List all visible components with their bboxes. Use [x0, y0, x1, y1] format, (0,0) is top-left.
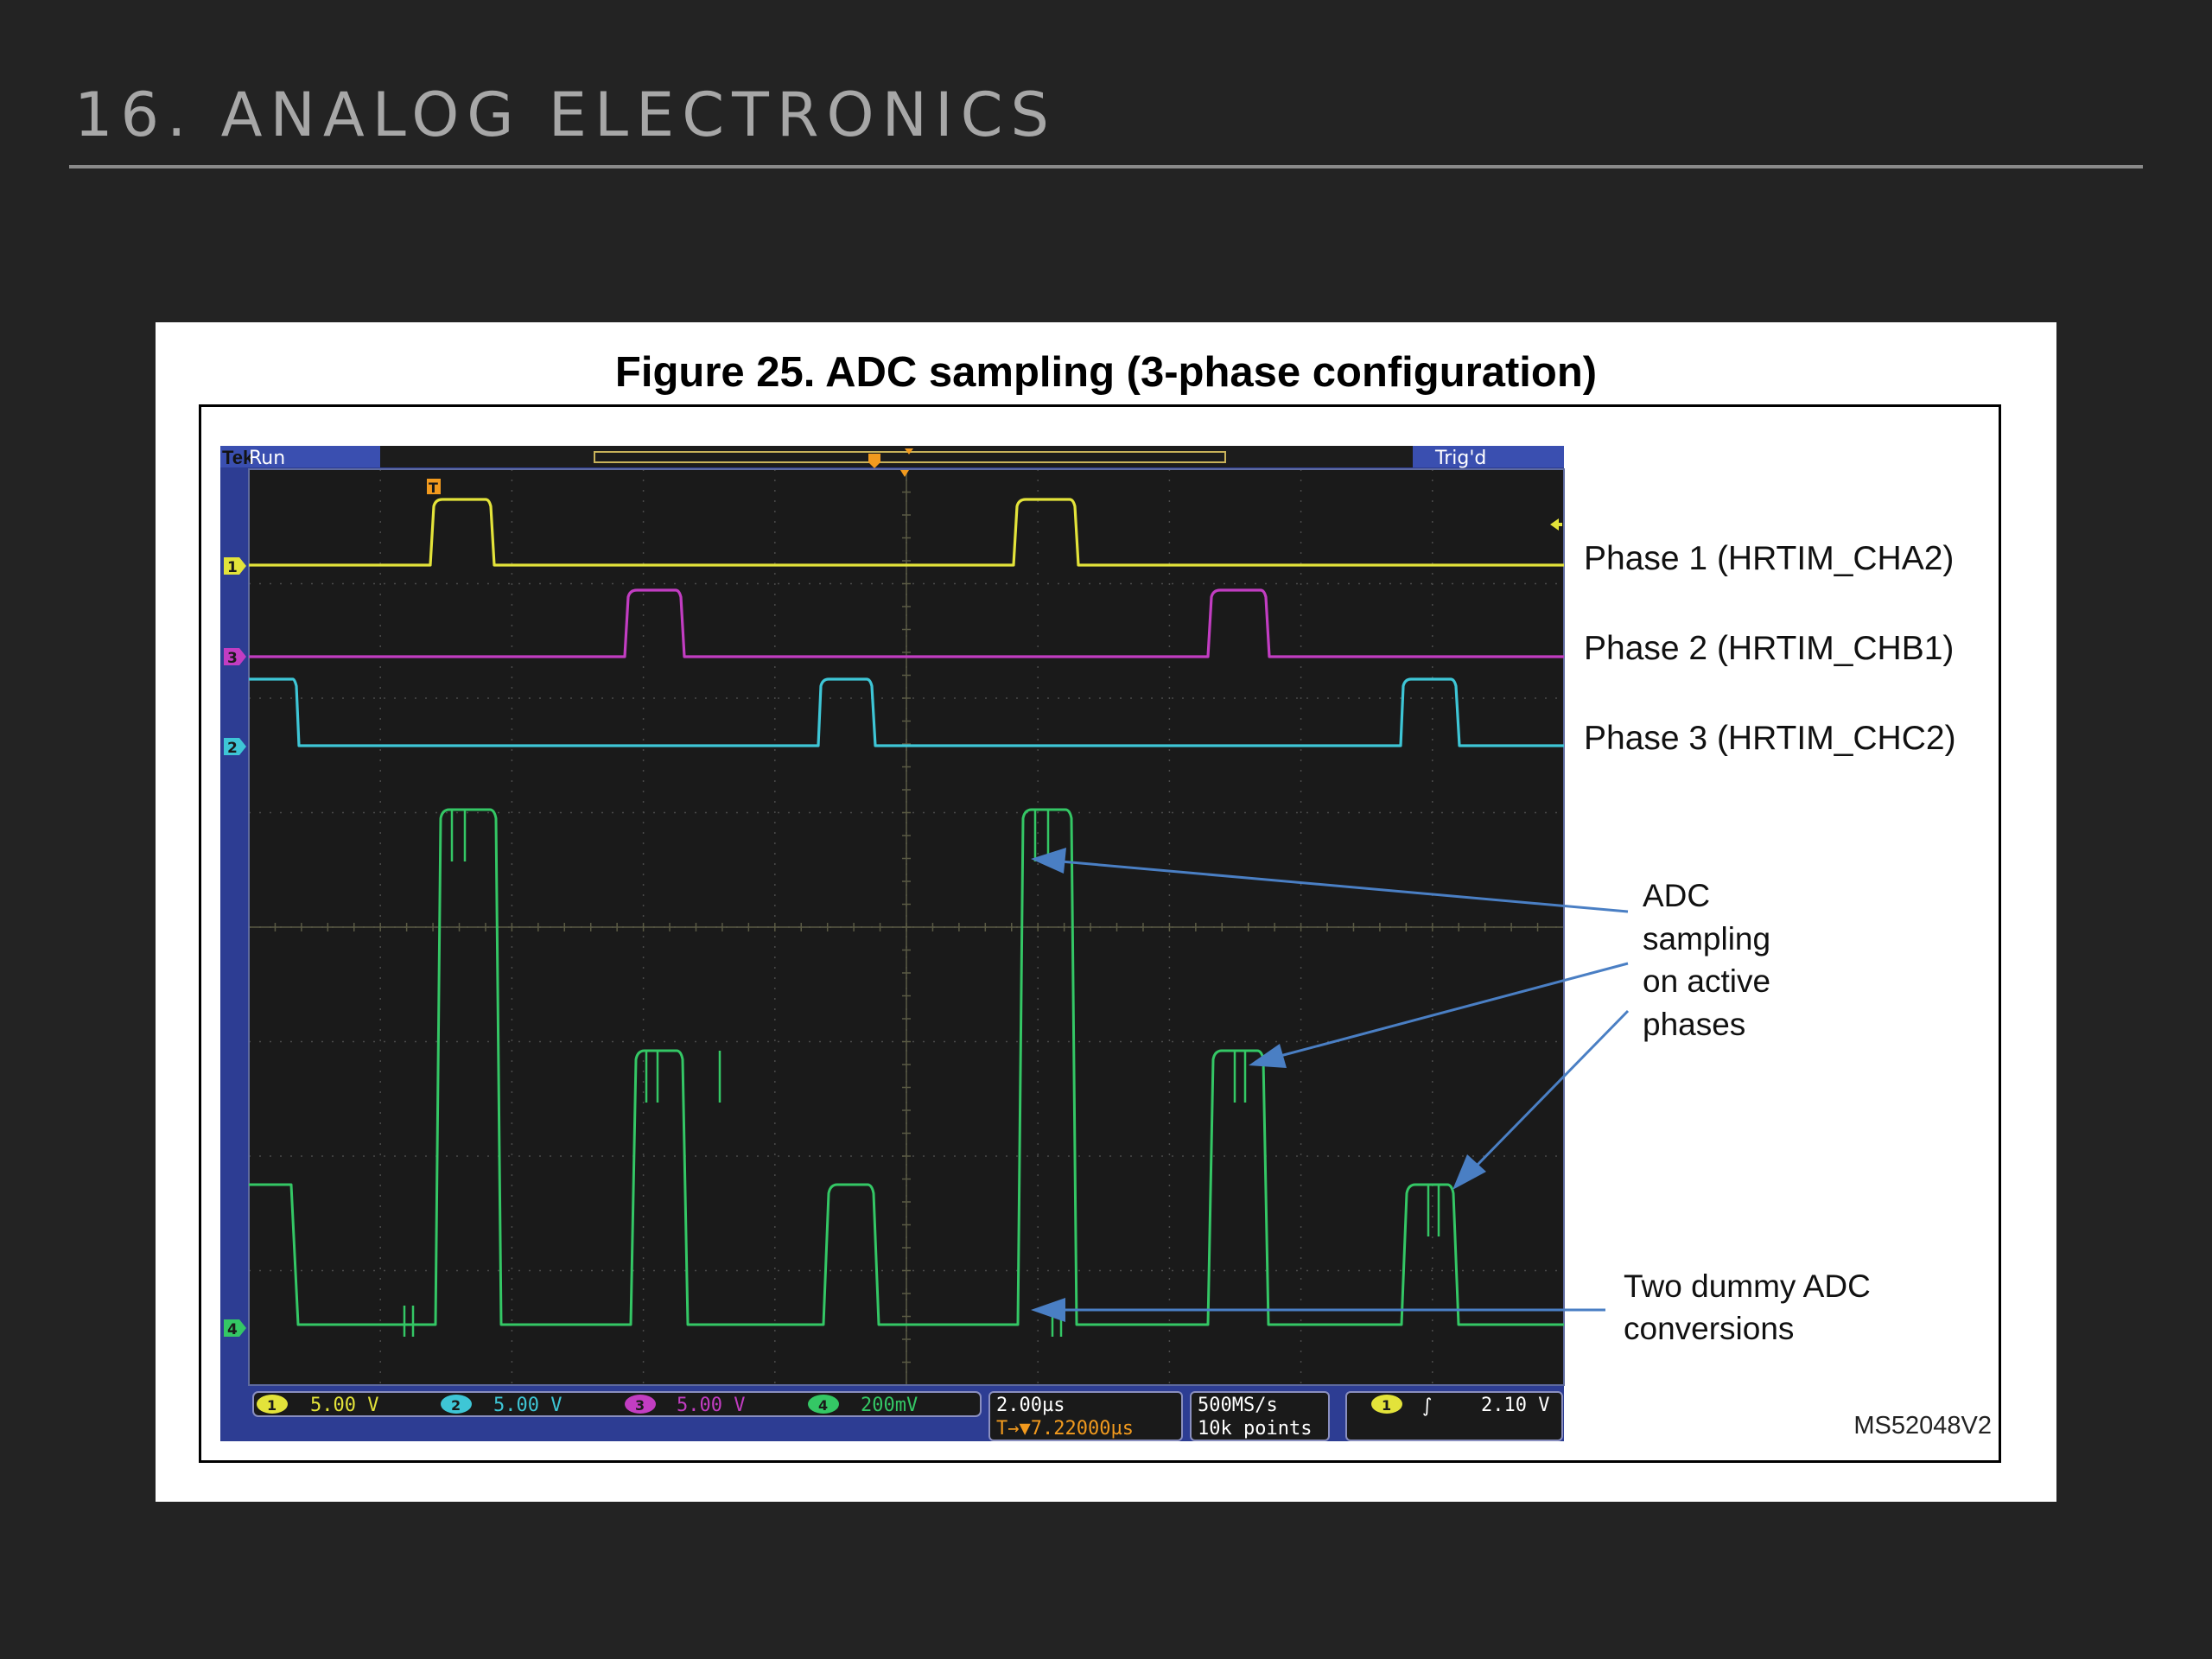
svg-text:1: 1: [1382, 1397, 1391, 1414]
svg-text:3: 3: [227, 650, 238, 667]
channel-marker-4: 4: [224, 1319, 246, 1338]
svg-text:200mV: 200mV: [861, 1395, 918, 1416]
trace-adc-noise: [403, 810, 1440, 1337]
trigger-level-icon: [1550, 518, 1562, 531]
arrow-adc-3-head: [1452, 1154, 1486, 1190]
phase2-label: Phase 2 (HRTIM_CHB1): [1584, 630, 1954, 667]
title-divider: [69, 165, 2143, 168]
dummy-label: Two dummy ADC conversions: [1624, 1268, 1879, 1346]
channel-marker-3: 3: [224, 648, 246, 667]
status-bar-run-area: [220, 446, 380, 467]
trigger-readout: 1 ∫ 2.10 V: [1371, 1395, 1549, 1417]
svg-text:2: 2: [227, 740, 238, 757]
figure-id: MS52048V2: [1853, 1412, 1992, 1440]
svg-text:5.00 V: 5.00 V: [310, 1395, 378, 1416]
svg-text:3: 3: [635, 1397, 645, 1414]
ch4-readout: 4 200mV: [808, 1395, 918, 1416]
status-bar-trig-area: [1413, 446, 1564, 467]
svg-text:4: 4: [227, 1321, 238, 1338]
svg-text:5.00 V: 5.00 V: [677, 1395, 745, 1416]
trigger-t-icon: T: [427, 479, 441, 496]
arrow-adc-2: [1276, 962, 1629, 1058]
ch1-readout: 1 5.00 V: [257, 1395, 378, 1416]
status-bar-center: [380, 446, 1413, 467]
scope-brand: Tek: [222, 447, 254, 468]
scope-graticule: [248, 468, 1565, 1386]
timebase-readout: 2.00µs: [996, 1395, 1065, 1416]
svg-text:1: 1: [267, 1397, 276, 1414]
channel-readout-box: [252, 1391, 982, 1417]
figure-caption: Figure 25. ADC sampling (3-phase configu…: [614, 349, 1598, 396]
sample-rate-readout: 500MS/s: [1198, 1395, 1278, 1416]
svg-text:1: 1: [227, 559, 238, 576]
trace-phase2: [249, 588, 1564, 658]
arrow-adc-3: [1474, 1009, 1630, 1168]
trigger-position-top-icon: [905, 448, 913, 454]
phase1-label: Phase 1 (HRTIM_CHA2): [1584, 540, 1954, 577]
trace-phase3: [249, 677, 1564, 747]
arrow-adc-2-head: [1249, 1044, 1287, 1068]
arrow-adc-1-head: [1031, 848, 1066, 874]
svg-text:5.00 V: 5.00 V: [493, 1395, 562, 1416]
figure-panel: Figure 25. ADC sampling (3-phase configu…: [156, 322, 2056, 1502]
figure-frame: Tek Run Trig'd T: [199, 404, 2001, 1463]
trace-phase1: [249, 498, 1564, 567]
record-length-readout: 10k points: [1198, 1418, 1312, 1440]
channel-marker-2: 2: [224, 738, 246, 757]
trigger-slope-icon: ∫: [1422, 1395, 1432, 1417]
acquisition-box: [1190, 1391, 1330, 1441]
phase3-label: Phase 3 (HRTIM_CHC2): [1584, 720, 1956, 757]
svg-text:T: T: [429, 480, 438, 496]
channel-marker-1: 1: [224, 557, 246, 576]
svg-text:2.10 V: 2.10 V: [1481, 1395, 1549, 1416]
timebase-box: [988, 1391, 1183, 1441]
trigger-marker-icon: [868, 454, 880, 468]
oscilloscope-figure: Tek Run Trig'd T: [220, 446, 1992, 1441]
ch2-readout: 2 5.00 V: [441, 1395, 562, 1416]
run-status: Run: [249, 448, 285, 469]
trigger-point-icon: [900, 470, 909, 477]
adc-label: ADC sampling on active phases: [1643, 878, 1779, 1042]
trace-adc: [249, 808, 1564, 1326]
trigger-status: Trig'd: [1434, 448, 1486, 469]
svg-text:2: 2: [451, 1397, 461, 1414]
ch3-readout: 3 5.00 V: [625, 1395, 745, 1416]
arrow-adc-1: [1060, 860, 1629, 913]
arrow-dummy-head: [1031, 1298, 1065, 1322]
slide-title: 16. ANALOG ELECTRONICS: [74, 79, 1057, 150]
trigger-position-readout: T→▼7.22000µs: [996, 1418, 1134, 1440]
svg-text:4: 4: [818, 1397, 828, 1414]
